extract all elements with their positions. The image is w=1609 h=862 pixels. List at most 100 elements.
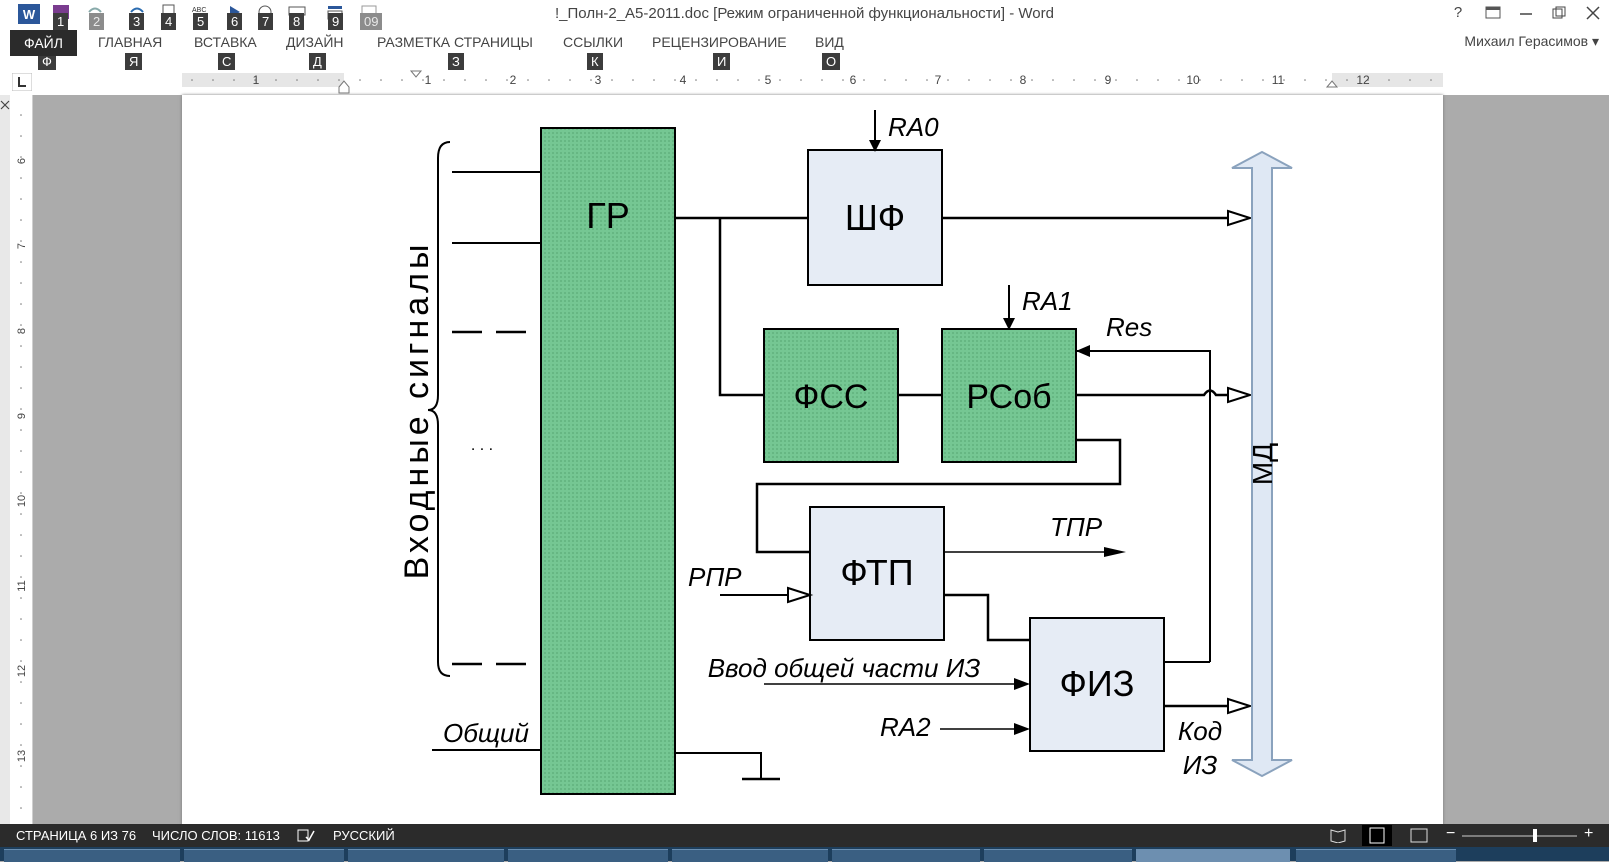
page-counter[interactable]: СТРАНИЦА 6 ИЗ 76: [16, 828, 137, 843]
close-icon[interactable]: [1581, 6, 1605, 20]
document-page[interactable]: Входные сигналы . . . Общий ГР ШФ RA0 ФС…: [182, 95, 1443, 825]
ruler-v-6: 6: [16, 158, 28, 164]
zoom-slider[interactable]: [1462, 828, 1577, 843]
ruler-tick: [20, 807, 22, 809]
ruler-h-7: 7: [935, 73, 942, 87]
ruler-tick: [863, 79, 865, 81]
tab-design[interactable]: ДИЗАЙН: [286, 34, 344, 50]
code-label-line1: Код: [1178, 716, 1222, 746]
keytip-1: 1: [53, 13, 69, 31]
ruler-tick: [275, 79, 277, 81]
keytip-6: 6: [227, 13, 243, 31]
undo-icon[interactable]: [86, 4, 104, 20]
tab-references[interactable]: ССЫЛКИ: [563, 34, 624, 50]
ruler-h-2: 2: [510, 73, 517, 87]
ribbon-tabs: ГЛАВНАЯ ВСТАВКА ДИЗАЙН РАЗМЕТКА СТРАНИЦЫ…: [0, 30, 1609, 71]
proofing-icon[interactable]: [297, 828, 315, 843]
spelling-icon[interactable]: ABC: [192, 4, 210, 20]
ruler-tick: [212, 79, 214, 81]
ruler-tick: [1409, 79, 1411, 81]
arrow-head: [787, 586, 814, 604]
taskbar-item[interactable]: [672, 849, 828, 862]
gr-label: ГР: [586, 195, 630, 236]
ruler-tick: [20, 534, 22, 536]
taskbar-item[interactable]: [348, 849, 504, 862]
arrow-head: [1227, 697, 1254, 715]
ruler-tick: [20, 639, 22, 641]
horizontal-ruler[interactable]: 1 1 2 3 4 5 6 7 8 9 10 11 12: [182, 70, 1443, 95]
keytip-view: О: [822, 53, 841, 71]
ruler-h-8: 8: [1020, 73, 1027, 87]
ruler-tick: [1367, 79, 1369, 81]
ruler-tick: [1157, 79, 1159, 81]
keytip-review: И: [713, 53, 731, 71]
taskbar-item[interactable]: [508, 849, 668, 862]
ruler-tick: [20, 597, 22, 599]
taskbar-item-active[interactable]: [1136, 849, 1290, 862]
left-indent-marker[interactable]: [338, 80, 350, 94]
tab-review[interactable]: РЕЦЕНЗИРОВАНИЕ: [652, 34, 787, 50]
ruler-tick: [1094, 79, 1096, 81]
ruler-tick: [20, 303, 22, 305]
status-bar: СТРАНИЦА 6 ИЗ 76 ЧИСЛО СЛОВ: 11613 РУССК…: [0, 824, 1609, 847]
zoom-in-icon[interactable]: +: [1584, 825, 1594, 842]
taskbar-item[interactable]: [184, 849, 344, 862]
right-indent-marker[interactable]: [1325, 80, 1339, 88]
ruler-tick: [20, 702, 22, 704]
ruler-v-10: 10: [16, 495, 28, 507]
taskbar-item[interactable]: [4, 849, 180, 862]
ruler-tick: [1241, 79, 1243, 81]
help-button[interactable]: ?: [1453, 4, 1463, 21]
word-count[interactable]: ЧИСЛО СЛОВ: 11613: [152, 828, 280, 843]
ruler-h-4: 4: [680, 73, 687, 87]
close-pane-icon[interactable]: [0, 98, 10, 112]
vertical-ruler[interactable]: 6 7 8 9 10 11 12 13: [10, 95, 33, 825]
redo-icon[interactable]: [128, 4, 146, 20]
print-layout-view-icon[interactable]: [1362, 825, 1392, 846]
ruler-h-0: 1: [253, 73, 260, 87]
ruler-tick: [20, 366, 22, 368]
ground-line: [675, 752, 762, 778]
svg-text:W: W: [23, 7, 36, 22]
ribbon-display-options-icon[interactable]: [1481, 6, 1505, 20]
tab-view[interactable]: ВИД: [815, 34, 844, 50]
language[interactable]: РУССКИЙ: [333, 828, 395, 843]
ruler-tick: [926, 79, 928, 81]
tab-selector-icon[interactable]: [12, 73, 32, 91]
navigation-pane-edge[interactable]: [0, 95, 10, 825]
read-mode-icon[interactable]: [1330, 828, 1346, 843]
word-logo-icon[interactable]: W: [18, 4, 40, 24]
first-line-indent-marker[interactable]: [409, 70, 423, 78]
ruler-tick: [569, 79, 571, 81]
tab-insert[interactable]: ВСТАВКА: [194, 34, 257, 50]
minimize-icon[interactable]: [1514, 6, 1538, 20]
ruler-tick: [821, 79, 823, 81]
ruler-tick: [20, 198, 22, 200]
tab-file[interactable]: ФАЙЛ: [10, 30, 77, 56]
web-layout-icon[interactable]: [1410, 828, 1428, 843]
ra2-label: RA2: [880, 712, 931, 742]
block-diagram: Входные сигналы . . . Общий ГР ШФ RA0 ФС…: [398, 110, 1293, 795]
ruler-v-11: 11: [16, 580, 28, 591]
zoom-out-icon[interactable]: −: [1446, 825, 1456, 842]
keytip-layout: З: [448, 53, 464, 71]
window-title: !_Полн-2_А5-2011.doc [Режим ограниченной…: [555, 5, 1054, 22]
fss-block: [763, 328, 899, 463]
taskbar-item[interactable]: [984, 849, 1132, 862]
chevron-down-icon: ▾: [1591, 33, 1599, 49]
tpr-label: ТПР: [1050, 512, 1103, 542]
taskbar-item[interactable]: [832, 849, 980, 862]
user-name[interactable]: Михаил Герасимов ▾: [1464, 33, 1599, 50]
restore-icon[interactable]: [1547, 6, 1571, 20]
ruler-tick: [1220, 79, 1222, 81]
tab-home[interactable]: ГЛАВНАЯ: [98, 34, 163, 50]
ruler-v-7: 7: [16, 243, 28, 249]
ruler-h-6: 6: [850, 73, 857, 87]
ruler-tick: [1325, 79, 1327, 81]
ruler-h-10: 10: [1186, 73, 1200, 87]
ruler-tick: [20, 219, 22, 221]
ruler-tick: [20, 744, 22, 746]
taskbar-item[interactable]: [1296, 849, 1456, 862]
ruler-tick: [485, 79, 487, 81]
tab-layout[interactable]: РАЗМЕТКА СТРАНИЦЫ: [377, 34, 533, 50]
